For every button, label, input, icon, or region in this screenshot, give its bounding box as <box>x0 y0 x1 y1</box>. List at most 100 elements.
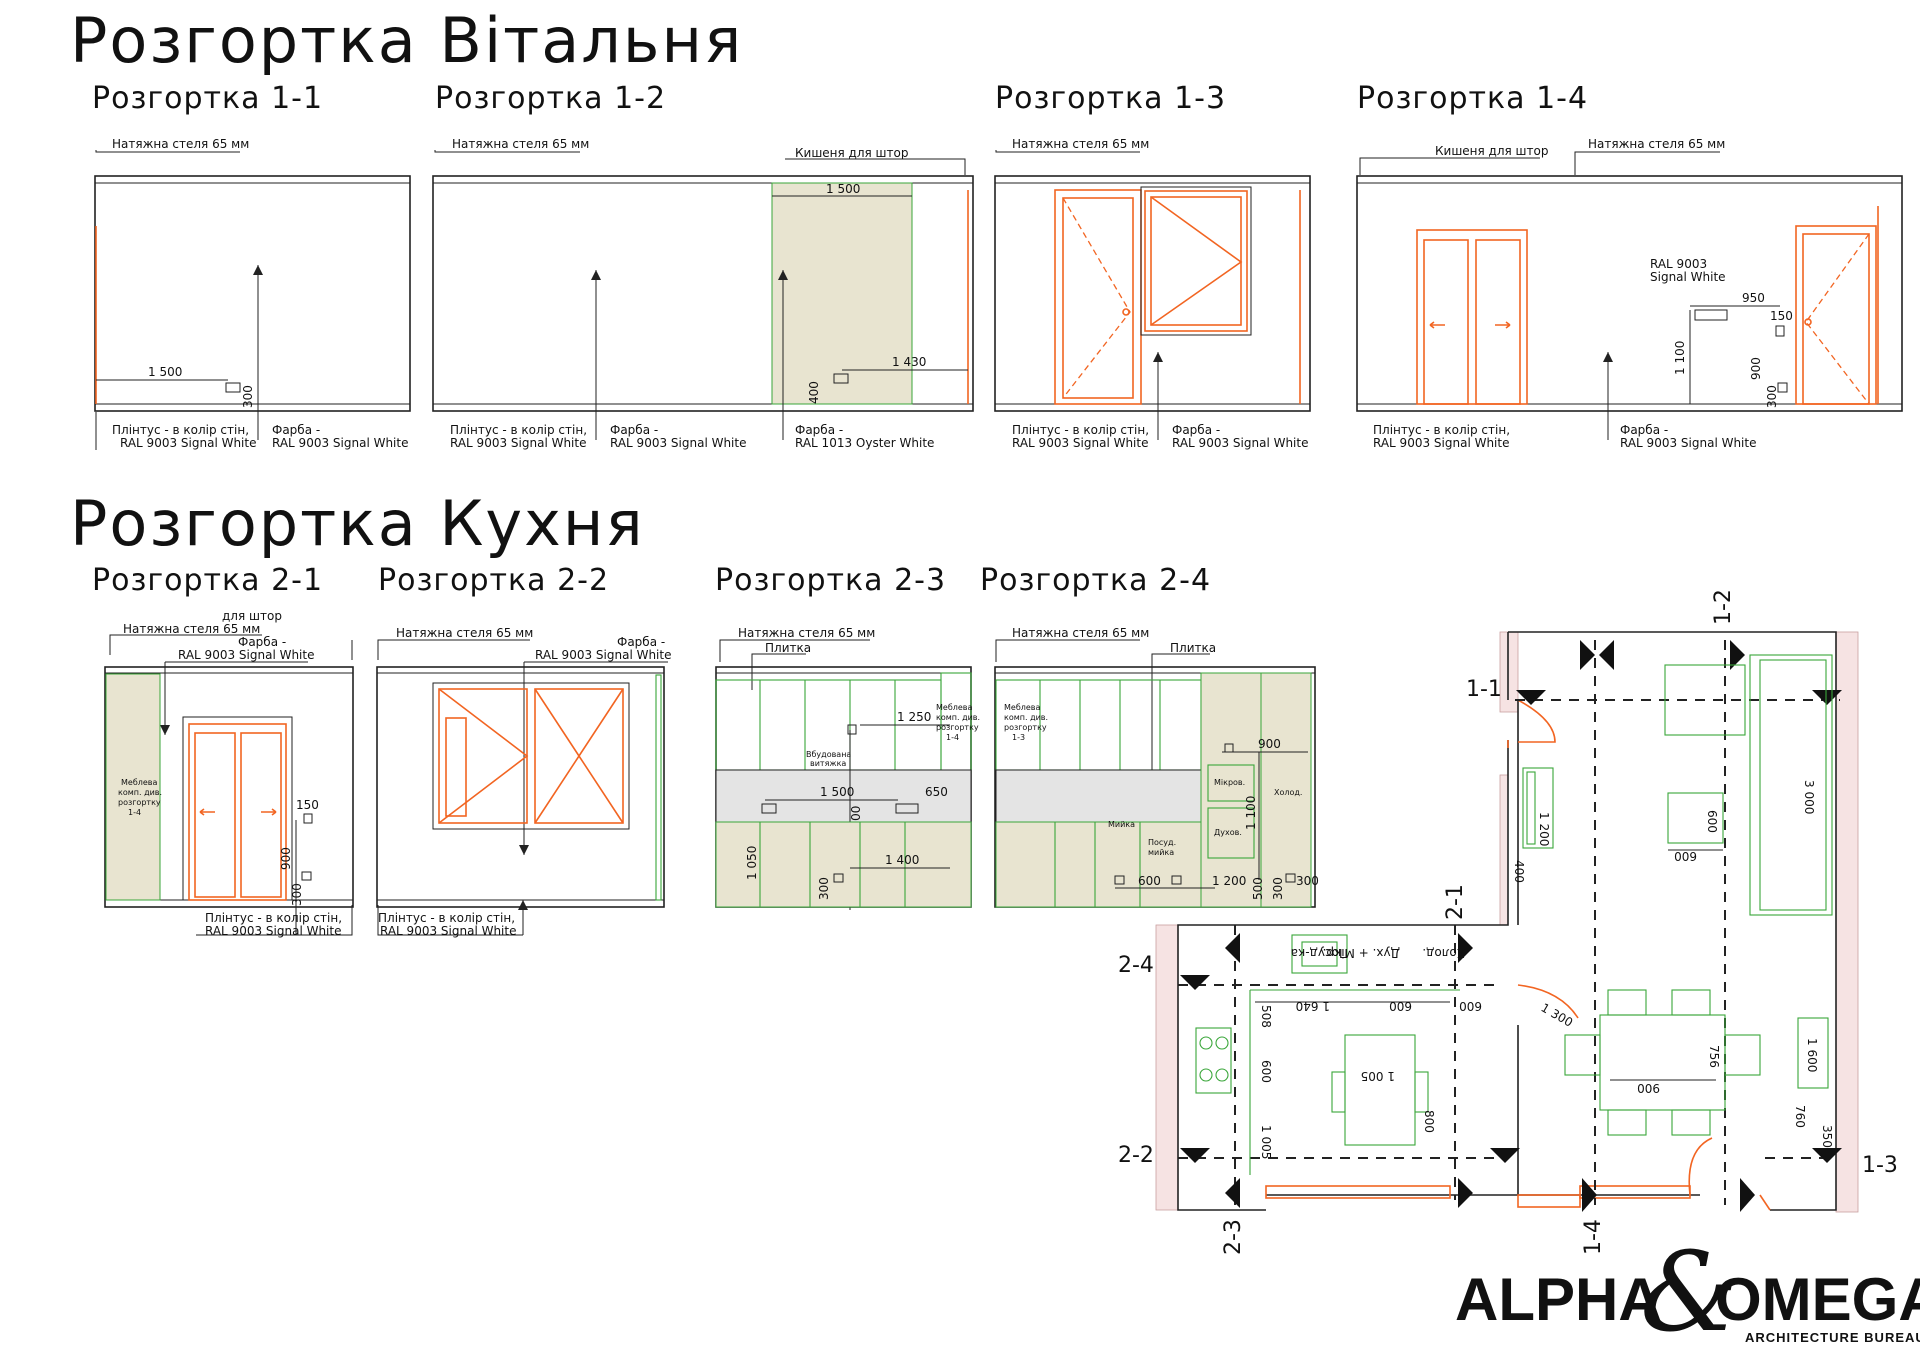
note-label: RAL 9003 Signal White <box>1012 436 1148 450</box>
door-swing <box>1517 984 1579 1019</box>
dim-label: 1 200 <box>1212 874 1246 888</box>
furniture-label: комп. див. <box>936 713 980 722</box>
dim-label: 900 <box>1749 357 1763 380</box>
dim-label: 800 <box>1422 1110 1436 1133</box>
note-label: Фарба - <box>1620 423 1668 437</box>
wall-outline <box>376 666 665 908</box>
balcony-door <box>1054 189 1142 405</box>
chair <box>1671 989 1711 1016</box>
arrow-icon <box>591 270 601 280</box>
logo-right: OMEGA <box>1715 1266 1920 1333</box>
arrow-icon <box>518 900 528 910</box>
burner-icon <box>1215 1036 1229 1050</box>
handle-icon <box>1122 308 1130 316</box>
note-label: Плінтус - в колір стін, <box>1373 423 1510 437</box>
ceiling-label: Натяжна стеля 65 мм <box>123 622 260 636</box>
note-label: Плінтус - в колір стін, <box>1012 423 1149 437</box>
note-label: RAL 9003 Signal White <box>205 924 341 938</box>
section-label: 1-4 <box>1581 1219 1606 1255</box>
elevation-2-4: Розгортка 2-4 Натяжна стеля 65 мм Плитка… <box>980 563 1319 908</box>
dim-label: 1 500 <box>148 365 182 379</box>
leader <box>95 150 240 153</box>
ceiling-label: Натяжна стеля 65 мм <box>738 626 875 640</box>
ceiling-label: Натяжна стеля 65 мм <box>1012 626 1149 640</box>
leader <box>785 158 966 175</box>
dim-label: 300 <box>1765 385 1779 408</box>
dim-label: 150 <box>296 798 319 812</box>
elevation-title: Розгортка 1-3 <box>995 81 1226 116</box>
door-arrows-icon <box>1429 321 1511 329</box>
elevation-2-1: Розгортка 2-1 для штор Натяжна стеля 65 … <box>92 563 354 938</box>
wall-west <box>1155 924 1179 1211</box>
dim-label: 1 640 <box>1296 999 1330 1013</box>
logo: ALPHA & OMEGA ARCHITECTURE BUREAU <box>1455 1228 1920 1356</box>
socket-icon <box>761 803 777 814</box>
arrow-icon <box>160 725 170 735</box>
curtain-label: для штор <box>222 609 282 623</box>
section-label: 2-4 <box>1118 953 1154 978</box>
door-frame <box>1062 197 1134 399</box>
switch-icon <box>1224 743 1234 753</box>
appliance-label: Посуд-ка <box>1291 946 1348 960</box>
accent-wall-panel <box>771 182 913 405</box>
chair <box>1331 1071 1346 1113</box>
dim-label: 1 100 <box>1673 341 1687 375</box>
arrow-icon <box>253 265 263 275</box>
door-leaf <box>1475 239 1521 405</box>
wall-outline <box>104 666 354 908</box>
note-label: RAL 9003 Signal White <box>450 436 586 450</box>
note-label: RAL 9003 Signal White <box>1373 436 1509 450</box>
window <box>1140 186 1252 336</box>
door-swing <box>1517 699 1556 743</box>
burner-icon <box>1199 1068 1213 1082</box>
dim-label: 3 000 <box>1802 780 1816 814</box>
sideboard <box>1797 1017 1829 1089</box>
burner-icon <box>1199 1036 1213 1050</box>
leader <box>1574 151 1720 175</box>
ceiling-label: Натяжна стеля 65 мм <box>396 626 533 640</box>
living-section-title: Розгортка Вітальня <box>70 4 743 77</box>
dish-label: Посуд. <box>1148 838 1176 847</box>
fridge-column <box>1260 672 1312 908</box>
cabinet <box>1522 767 1554 849</box>
ceiling-label: Натяжна стеля 65 мм <box>452 137 589 151</box>
wall-outline <box>1356 175 1903 412</box>
leader <box>995 639 1140 662</box>
elevation-2-2: Розгортка 2-2 Натяжна стеля 65 мм Фарба … <box>376 563 671 938</box>
microwave-label: Мікров. <box>1214 778 1245 787</box>
furniture-edge <box>655 674 662 901</box>
logo-left: ALPHA <box>1455 1266 1662 1333</box>
section-label: 2-2 <box>1118 1143 1154 1168</box>
tile-label: Плитка <box>765 641 811 655</box>
dim-label: 900 <box>1637 1081 1660 1095</box>
sofa <box>1749 654 1833 916</box>
socket-icon <box>1114 875 1125 885</box>
backsplash-tile <box>715 769 972 823</box>
sink <box>1291 934 1348 974</box>
dim-label: 600 <box>1138 874 1161 888</box>
wall-outline <box>94 175 411 412</box>
sink-bowl <box>1301 941 1338 967</box>
socket-icon <box>833 373 849 384</box>
dish-label: мийка <box>1148 848 1174 857</box>
chair <box>1607 989 1647 1016</box>
dim-label: 300 <box>1271 877 1285 900</box>
curtain-label: Кишеня для штор <box>1435 144 1549 158</box>
chair <box>1724 1034 1761 1076</box>
elevation-title: Розгортка 2-4 <box>980 563 1211 598</box>
elevation-title: Розгортка 1-4 <box>1357 81 1588 116</box>
socket-icon <box>301 871 312 881</box>
arrow-icon <box>1603 352 1613 362</box>
appliance-label: Дух. + Мікр. <box>1323 946 1400 960</box>
socket-block-icon <box>895 803 919 814</box>
dim-label: 600 <box>1259 1060 1273 1083</box>
hood-label: Вбудована <box>806 750 851 759</box>
dim-label: 1 400 <box>885 853 919 867</box>
furniture-label: комп. див. <box>1004 713 1048 722</box>
dim-label: 900 <box>279 847 293 870</box>
dim-label: 300 <box>1296 874 1319 888</box>
note-label: RAL 9003 Signal White <box>1172 436 1308 450</box>
socket-icon <box>1777 382 1788 393</box>
dim-label: 1 500 <box>826 182 860 196</box>
dim-label: 1 050 <box>745 846 759 880</box>
